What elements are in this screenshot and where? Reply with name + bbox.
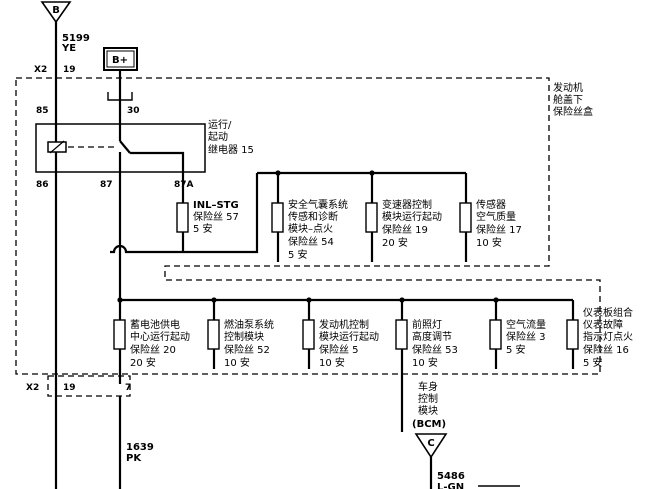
fuse-upper-1-line-2: 模块–点火 <box>288 223 333 235</box>
crossover-wire <box>110 244 183 254</box>
fuse-upper-3-line-3: 10 安 <box>476 236 502 249</box>
fuse-lower-3-line-1: 高度调节 <box>412 330 452 343</box>
fuse-lower-2-line-3: 10 安 <box>319 356 345 369</box>
fuse-upper-0-line-2: 5 安 <box>193 222 213 235</box>
fuse-block-name-1: 发动机 <box>553 81 583 94</box>
fuse-upper-2-line-3: 20 安 <box>382 236 408 249</box>
fuse-lower-1-line-0: 燃油泵系统 <box>224 318 274 331</box>
fuse-upper-3-line-2: 保险丝 17 <box>476 223 522 236</box>
fuse-ipc <box>566 319 579 350</box>
fuse-lower-2-line-1: 模块运行起动 <box>319 330 379 343</box>
x2-bottom-label: X2 <box>26 383 39 393</box>
fuse-lower-0-line-3: 20 安 <box>130 356 156 369</box>
fuse-lower-4-line-0: 空气流量 <box>506 318 546 331</box>
svg-text:B: B <box>52 5 60 16</box>
bcm-label-2: 控制 <box>418 392 438 405</box>
fuse-lower-4-line-2: 5 安 <box>506 343 526 356</box>
bcm-label-3: 模块 <box>418 405 438 417</box>
top-circuit-number: 5199 <box>62 33 90 44</box>
pin-19-bottom: 19 <box>63 383 76 393</box>
fuse-lower-1-line-2: 保险丝 52 <box>224 343 270 356</box>
fuse-lower-0-line-2: 保险丝 20 <box>130 343 176 356</box>
fuse-battery-center <box>113 319 126 350</box>
top-connector-ref: B <box>40 1 72 24</box>
fuse-upper-2-line-2: 保险丝 19 <box>382 223 428 236</box>
fuse-fuel-pump <box>207 319 220 350</box>
fuse-lower-1-line-3: 10 安 <box>224 356 250 369</box>
relay-label-3: 继电器 15 <box>208 143 254 156</box>
svg-text:C: C <box>427 438 434 449</box>
fuse-lower-4-line-1: 保险丝 3 <box>506 330 546 343</box>
fuse-maf-sensor <box>459 202 472 233</box>
fuse-lower-5-line-3: 保险丝 16 <box>583 343 629 356</box>
svg-text:B+: B+ <box>112 55 128 66</box>
relay-label-1: 运行/ <box>208 118 232 131</box>
bottom-wire-color: PK <box>126 453 142 464</box>
fuse-upper-1-line-4: 5 安 <box>288 248 308 261</box>
fuse-upper-1-line-1: 传感和诊断 <box>288 210 338 223</box>
pin-19-top: 19 <box>63 65 76 75</box>
relay-label-2: 起动 <box>208 131 228 143</box>
relay-87a-wire <box>130 151 185 203</box>
relay-pin-86: 86 <box>36 180 49 190</box>
relay-pin-85: 85 <box>36 106 49 116</box>
bcm-circuit-number: 5486 <box>437 471 465 482</box>
relay-pin-87: 87 <box>100 180 113 190</box>
fuse-lower-3-line-0: 前照灯 <box>412 318 442 331</box>
fuse-tcm <box>365 202 378 233</box>
fuse-lower-2-line-0: 发动机控制 <box>319 318 369 331</box>
x2-top-label: X2 <box>34 65 47 75</box>
fuse-headlamp-level <box>395 319 408 350</box>
fuse-inl-stg <box>176 202 189 233</box>
relay-switch-contact <box>119 140 131 154</box>
fuse-lower-5-line-2: 指示灯点火 <box>583 330 633 343</box>
bcm-wire-color: L-GN <box>437 482 464 489</box>
fuse-lower-3-line-2: 保险丝 53 <box>412 343 458 356</box>
fuse-upper-1-line-3: 保险丝 54 <box>288 235 334 248</box>
fuse-lower-0-line-1: 中心运行起动 <box>130 330 190 343</box>
relay-pin-30: 30 <box>127 106 140 116</box>
top-wire-color: YE <box>61 43 76 54</box>
fuse-upper-3-line-0: 传感器 <box>476 198 506 211</box>
bottom-circuit-number: 1639 <box>126 442 154 453</box>
fuse-ecm <box>302 319 315 350</box>
fuse-lower-2-line-2: 保险丝 5 <box>319 343 359 356</box>
fuse-lower-3-line-3: 10 安 <box>412 356 438 369</box>
x2-bottom-connector <box>47 375 131 397</box>
fuse-upper-2-line-0: 变速器控制 <box>382 198 432 211</box>
fuse-upper-2-line-1: 模块运行起动 <box>382 210 442 223</box>
upper-bus-feed <box>183 173 259 254</box>
bottom-connector-ref: C <box>414 433 448 459</box>
fuse-airbag <box>271 202 284 233</box>
fuse-lower-5-line-1: 仪表故障 <box>583 318 623 331</box>
fuse-upper-1-line-0: 安全气囊系统 <box>288 198 348 211</box>
fuse-upper-3-line-1: 空气质量 <box>476 210 516 223</box>
fuse-upper-0-line-1: 保险丝 57 <box>193 210 239 223</box>
fuse-block-outline <box>15 77 601 375</box>
fuse-block-name-3: 保险丝盒 <box>553 105 593 118</box>
bcm-label-4: (BCM) <box>412 419 446 430</box>
fuse-airflow <box>489 319 502 350</box>
fuse-lower-5-line-4: 5 安 <box>583 356 603 369</box>
fuse-upper-0-line-0: INL–STG <box>193 200 239 211</box>
bplus-connector <box>107 92 133 101</box>
pin-7-bottom: 7 <box>125 383 131 393</box>
fuse-lower-1-line-1: 控制模块 <box>224 330 264 343</box>
bplus-box: B+ <box>103 47 138 71</box>
fuse-lower-0-line-0: 蓄电池供电 <box>130 318 180 331</box>
fuse-block-name-2: 舱盖下 <box>553 93 583 106</box>
fuse-lower-5-line-0: 仪表板组合 <box>583 306 633 319</box>
bcm-label-1: 车身 <box>418 380 438 393</box>
